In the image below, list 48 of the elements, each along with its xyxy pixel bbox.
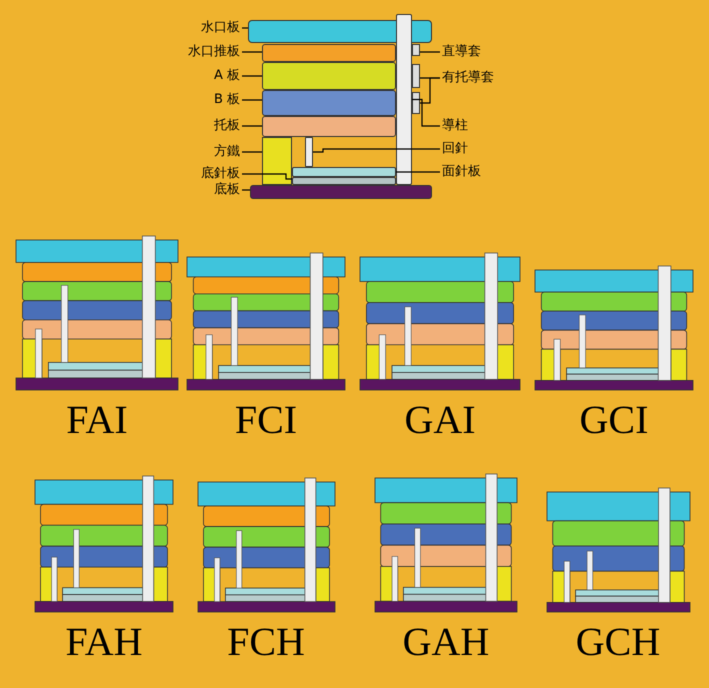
model-code: FCI <box>234 398 298 442</box>
leader-line <box>242 151 262 153</box>
part-label: 面針板 <box>442 164 481 180</box>
leader-line <box>242 125 262 127</box>
leader-line <box>242 99 262 101</box>
part-label: 托板 <box>214 118 240 134</box>
part-label: 底針板 <box>201 166 240 182</box>
spacer-block <box>262 137 292 185</box>
ejector-retainer-plate <box>292 177 396 185</box>
part-label: B 板 <box>214 92 240 108</box>
support-plate <box>262 116 396 137</box>
guide-bush <box>412 64 420 88</box>
part-label: 底板 <box>214 182 240 198</box>
model-code: GAH <box>402 620 490 664</box>
part-label: 回針 <box>442 141 468 157</box>
part-label: A 板 <box>214 68 240 84</box>
model-code: GCI <box>578 398 650 442</box>
leader-line <box>242 189 250 191</box>
leader-line <box>313 148 440 153</box>
leader-line <box>396 171 440 173</box>
ejector-plate <box>292 167 396 177</box>
part-label: 有托導套 <box>442 70 494 86</box>
cavity-plate <box>262 62 396 90</box>
model-code: GCH <box>574 620 662 664</box>
model-code: FCH <box>226 620 306 664</box>
top-clamp-plate <box>248 20 432 43</box>
leader-line <box>242 27 248 29</box>
leader-line <box>420 77 440 104</box>
part-label: 方鐵 <box>214 144 240 160</box>
leader-line <box>412 98 440 127</box>
part-label: 導柱 <box>442 118 468 134</box>
leader-line <box>242 173 292 180</box>
guide-bush <box>412 44 420 56</box>
guide-pillar <box>396 14 412 185</box>
bottom-clamp-plate <box>250 185 432 199</box>
model-code: GAI <box>403 398 477 442</box>
stripper-plate <box>262 44 396 62</box>
leader-line <box>420 51 440 53</box>
part-label: 水口推板 <box>188 44 240 60</box>
leader-line <box>242 51 262 53</box>
core-plate <box>262 90 396 116</box>
part-label: 水口板 <box>201 20 240 36</box>
part-label: 直導套 <box>442 44 481 60</box>
model-code: FAI <box>65 398 129 442</box>
guide-bush <box>412 92 420 114</box>
leader-line <box>242 75 262 77</box>
return-pin <box>305 137 313 167</box>
model-code: FAH <box>64 620 144 664</box>
